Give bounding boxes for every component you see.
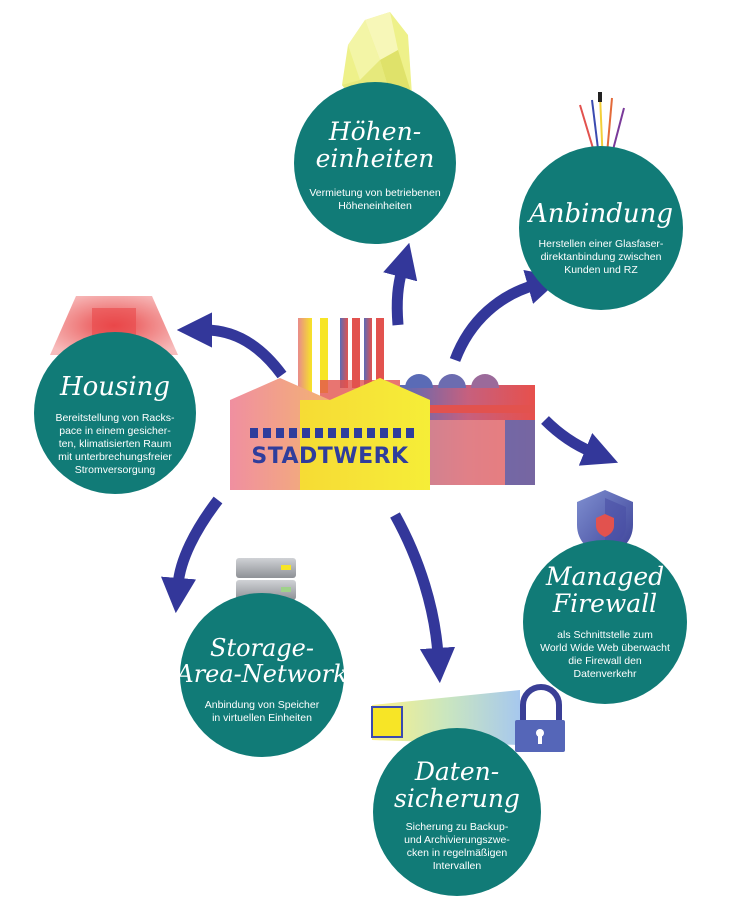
service-circle <box>523 540 687 704</box>
service-description: Sicherung zu Backup- <box>406 821 509 833</box>
service-title: Managed <box>545 562 664 591</box>
padlock-data-icon <box>371 684 565 752</box>
service-description: Datenverkehr <box>573 668 637 680</box>
service-description: Herstellen einer Glasfaser- <box>539 238 664 250</box>
arrow-to-storage <box>161 496 223 614</box>
factory-illustration: STADTWERK <box>230 318 535 490</box>
service-title: Area-Network <box>174 660 347 688</box>
service-title: einheiten <box>316 144 435 173</box>
service-title: Daten- <box>414 757 499 786</box>
service-description: Kunden und RZ <box>564 264 638 276</box>
service-circle <box>294 82 456 244</box>
service-description: und Archivierungszwe- <box>404 834 510 846</box>
arrow-to-housing <box>176 312 287 379</box>
arrows <box>161 242 619 684</box>
service-description: die Firewall den <box>568 655 642 667</box>
arrow-to-anbindung <box>449 270 563 363</box>
service-circle <box>373 728 541 896</box>
service-description: Bereitstellung von Racks- <box>55 412 175 424</box>
service-circle <box>34 332 196 494</box>
service-title: Housing <box>59 372 170 402</box>
service-title: Anbindung <box>527 199 673 229</box>
service-title: sicherung <box>394 784 520 813</box>
service-circle <box>180 593 344 757</box>
service-description: cken in regelmäßigen <box>407 847 508 859</box>
service-description: Vermietung von betriebenen <box>309 187 441 199</box>
factory-label: STADTWERK <box>251 444 409 469</box>
service-description: World Wide Web überwacht <box>540 642 670 654</box>
arrow-to-datensicherung <box>390 512 456 684</box>
shield-icon <box>577 490 633 558</box>
service-description: pace in einem gesicher- <box>59 425 171 437</box>
service-description: direktanbindung zwischen <box>541 251 662 263</box>
service-description: Stromversorgung <box>75 464 156 476</box>
service-title: Storage- <box>210 634 314 662</box>
service-circle <box>519 146 683 310</box>
service-description: als Schnittstelle zum <box>557 629 653 641</box>
service-description: Höheneinheiten <box>338 200 412 212</box>
service-description: in virtuellen Einheiten <box>212 712 312 724</box>
service-description: mit unterbrechungsfreier <box>58 451 172 463</box>
service-title: Firewall <box>552 589 657 618</box>
arrow-to-hoeheneinheiten <box>383 242 418 326</box>
service-description: Anbindung von Speicher <box>205 699 320 711</box>
arrow-to-firewall <box>541 416 619 466</box>
service-description: ten, klimatisierten Raum <box>59 438 172 450</box>
service-description: Intervallen <box>433 860 482 872</box>
service-title: Höhen- <box>328 117 421 146</box>
